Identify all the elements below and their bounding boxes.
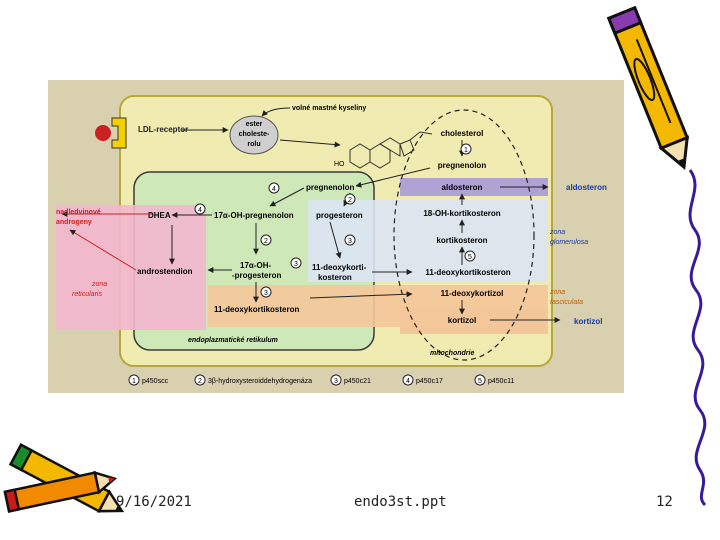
ldl-receptor-label: LDL-receptor	[138, 125, 188, 134]
zona-reticularis-2: reticularis	[72, 291, 102, 298]
mito-deoxykortikosteron: 11-deoxykortikosteron	[425, 268, 510, 277]
fatty-acids-label: volné mastné kyseliny	[292, 105, 366, 112]
pencil-clipart-top	[606, 5, 690, 170]
adrenal-androgens-1: nadledvinové	[56, 209, 101, 216]
er-label: endoplazmatické retikulum	[188, 337, 278, 344]
androstendion: androstendion	[137, 267, 193, 276]
ester-label-2: choleste-	[239, 131, 270, 138]
zona-glomerulosa-1: zona	[549, 229, 565, 236]
progesteron: progesteron	[316, 211, 363, 220]
er-deoxykortikosteron-1: 11-deoxykorti-	[312, 263, 367, 272]
kortizol-output: kortizol	[574, 317, 602, 326]
mito-aldosteron: aldosteron	[442, 183, 483, 192]
mito-cholesterol: cholesterol	[441, 129, 484, 138]
er-deoxykortikosteron-2nd: 11-deoxykortikosteron	[214, 305, 299, 314]
hydroxypregnenolon: 17α-OH-pregnenolon	[214, 211, 294, 220]
step-number: 4	[198, 207, 202, 214]
step-number: 3	[264, 290, 268, 297]
step-number: 2	[264, 238, 268, 245]
legend-item-5: p450c11	[488, 378, 514, 385]
zona-fasciculata-2: fasciculata	[550, 299, 583, 306]
legend-item-3: p450c21	[344, 378, 371, 385]
legend-item-1: p450scc	[142, 378, 169, 385]
legend-item-2: 3β-hydroxysteroiddehydrogenáza	[208, 378, 312, 385]
zona-reticularis-1: zona	[91, 281, 107, 288]
step-number: 4	[406, 378, 410, 385]
enzyme-legend: 1 p450scc 2 3β-hydroxysteroiddehydrogená…	[128, 374, 514, 386]
mito-kortizol: kortizol	[448, 316, 476, 325]
adrenal-androgens-2: androgeny	[56, 219, 92, 226]
ester-label-3: rolu	[247, 141, 260, 148]
step-number: 1	[132, 378, 136, 385]
footer-page-number: 12	[656, 494, 673, 510]
step-number: 5	[468, 254, 472, 261]
step-number: 3	[294, 261, 298, 268]
footer-date: 9/16/2021	[116, 494, 192, 510]
zona-fasciculata-1: zona	[549, 289, 565, 296]
aldosteron-output: aldosteron	[566, 183, 607, 192]
step-circles: 1 4 2 4 2 3 3 3 5	[194, 143, 476, 298]
step-number: 3	[348, 238, 352, 245]
footer-filename: endo3st.ppt	[354, 494, 447, 510]
hydroxyprogesteron-2: -progesteron	[232, 271, 281, 280]
steroidogenesis-diagram: LDL-receptor ester choleste- rolu volné …	[48, 80, 624, 393]
step-number: 4	[272, 186, 276, 193]
mito-pregnenolon: pregnenolon	[438, 161, 487, 170]
step-number: 2	[348, 197, 352, 204]
legend-item-4: p450c17	[416, 378, 443, 385]
dhea: DHEA	[148, 211, 171, 220]
er-deoxykortikosteron-2: kosteron	[318, 273, 352, 282]
kortikosteron: kortikosteron	[436, 236, 487, 245]
hydroxyprogesteron-1: 17α-OH-	[240, 261, 271, 270]
mito-label: mitochondrie	[430, 350, 474, 357]
zona-glomerulosa-2: glomerulosa	[550, 239, 588, 246]
hydroxykortikosteron: 18-OH-kortikosteron	[423, 209, 500, 218]
ho-label: HO	[334, 161, 345, 168]
step-number: 3	[334, 378, 338, 385]
step-number: 1	[464, 147, 468, 154]
step-number: 5	[478, 378, 482, 385]
pencil-clipart-bottom	[3, 443, 125, 513]
decorative-wave	[688, 169, 707, 507]
ester-label-1: ester	[246, 121, 263, 128]
cholesterol-structure	[349, 131, 433, 169]
er-pregnenolon: pregnenolon	[306, 183, 355, 192]
step-number: 2	[198, 378, 202, 385]
mito-deoxykortizol: 11-deoxykortizol	[441, 289, 504, 298]
